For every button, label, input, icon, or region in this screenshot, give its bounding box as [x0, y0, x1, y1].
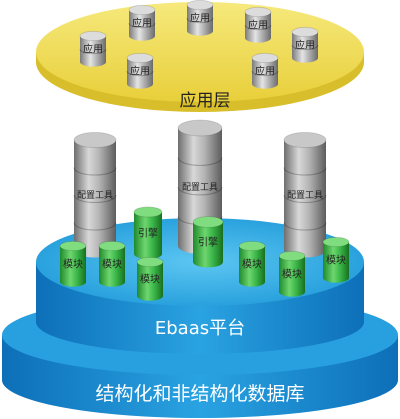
app-layer-title: 应用层 — [180, 91, 231, 111]
engine-cylinder-label: 引擎 — [138, 227, 158, 240]
module-cylinder: 模块 — [278, 250, 306, 297]
config-tool-cylinder-label: 配置工具 — [77, 190, 113, 201]
base-layer-label: 结构化和非结构化数据库 — [95, 383, 304, 405]
app-cylinder-label: 应用 — [248, 19, 268, 32]
app-cylinder-label: 应用 — [190, 12, 210, 25]
app-cylinder-label: 应用 — [295, 39, 315, 52]
module-cylinder-label: 模块 — [326, 255, 346, 267]
module-cylinder: 模块 — [98, 240, 126, 287]
app-cylinder: 应用 — [126, 52, 154, 89]
module-cylinder-label: 模块 — [242, 259, 262, 271]
platform-label: Ebaas平台 — [155, 318, 245, 339]
app-cylinder-label: 应用 — [130, 65, 150, 78]
app-cylinder: 应用 — [186, 0, 214, 36]
app-cylinder-label: 应用 — [255, 65, 275, 78]
config-tool-cylinder-label: 配置工具 — [182, 182, 218, 193]
module-cylinder: 模块 — [322, 236, 350, 283]
config-tool-cylinder: 配置工具 — [73, 132, 117, 258]
module-cylinder: 模块 — [59, 240, 87, 287]
module-cylinder-label: 模块 — [102, 259, 122, 271]
module-cylinder: 模块 — [136, 256, 164, 301]
module-cylinder: 模块 — [238, 240, 266, 287]
app-cylinder: 应用 — [79, 30, 107, 67]
app-cylinder-label: 应用 — [132, 17, 152, 30]
config-tool-cylinder: 配置工具 — [283, 132, 327, 258]
engine-cylinder: 引擎 — [192, 216, 224, 268]
engine-cylinder-label: 引擎 — [198, 236, 218, 249]
app-cylinder: 应用 — [244, 6, 272, 43]
module-cylinder-label: 模块 — [282, 269, 302, 281]
app-cylinder-group: 应用应用应用应用应用应用应用 — [79, 0, 319, 89]
application-layer: 应用层 — [36, 2, 364, 112]
module-cylinder-label: 模块 — [140, 274, 160, 286]
app-cylinder: 应用 — [291, 26, 319, 63]
app-cylinder-label: 应用 — [83, 43, 103, 56]
module-group: 引擎引擎模块模块模块模块模块模块 — [59, 206, 350, 301]
app-cylinder: 应用 — [251, 52, 279, 89]
app-cylinder: 应用 — [128, 4, 156, 41]
module-cylinder-label: 模块 — [63, 259, 83, 271]
engine-cylinder: 引擎 — [133, 206, 163, 260]
config-tool-cylinder-label: 配置工具 — [287, 190, 323, 201]
